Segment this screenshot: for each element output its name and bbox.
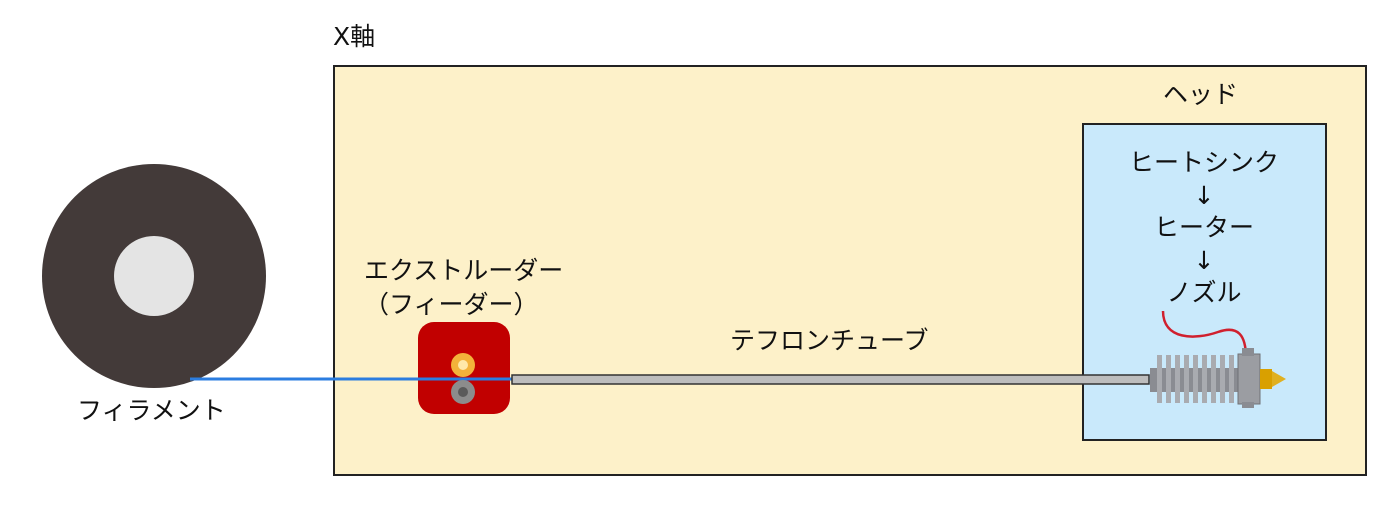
spool-hub	[114, 236, 194, 316]
heater-label: ヒーター	[1153, 213, 1254, 242]
flow-arrow-2: ↓	[1193, 246, 1215, 275]
x-axis-label: X軸	[333, 22, 376, 51]
extruder-gear-top-hub	[458, 360, 468, 370]
nozzle-body	[1260, 369, 1272, 389]
extruder-label-line2: （フィーダー）	[364, 290, 539, 319]
extruder-label-line1: エクストルーダー	[364, 256, 564, 285]
hotend-assembly	[1150, 348, 1286, 408]
extruder-gear-bottom-hub	[458, 387, 468, 397]
teflon-tube-label: テフロンチューブ	[730, 326, 929, 355]
heatsink-label: ヒートシンク	[1128, 148, 1279, 177]
flow-arrow-1: ↓	[1193, 181, 1215, 210]
heater-block	[1237, 353, 1261, 405]
teflon-tube	[511, 374, 1150, 385]
head-label: ヘッド	[1163, 80, 1239, 109]
nozzle-label: ノズル	[1166, 278, 1242, 307]
filament-label: フィラメント	[77, 396, 226, 425]
heater-wire	[1161, 310, 1248, 359]
nozzle-tip	[1272, 371, 1286, 387]
